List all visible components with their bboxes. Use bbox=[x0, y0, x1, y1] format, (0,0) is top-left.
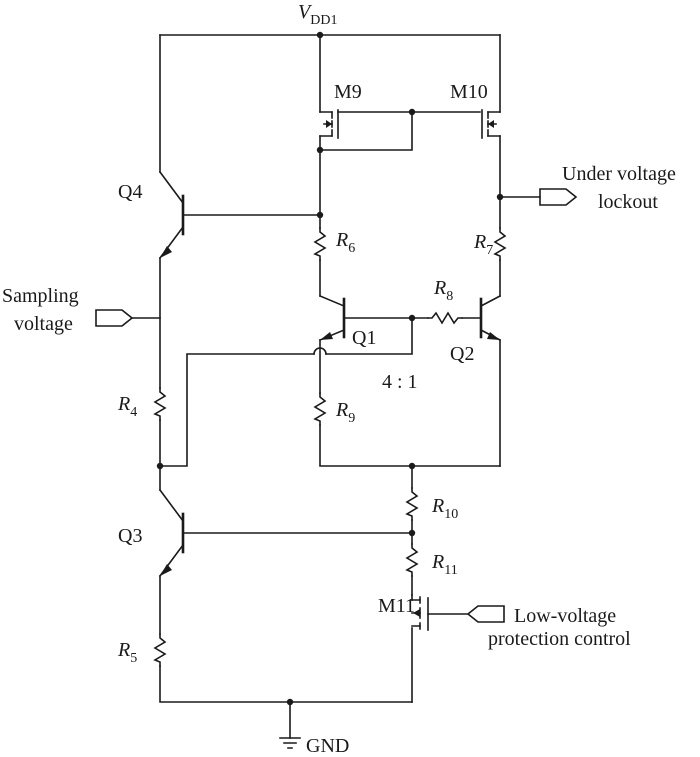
lvp-label-line2: protection control bbox=[488, 628, 631, 650]
m10-label: M10 bbox=[450, 81, 488, 103]
q1-transistor bbox=[318, 294, 346, 342]
uvlo-port bbox=[539, 188, 578, 206]
r6-resistor bbox=[313, 227, 327, 261]
r10-label: R10 bbox=[431, 495, 458, 522]
q4-label: Q4 bbox=[118, 181, 142, 203]
junction-dots bbox=[156, 31, 504, 706]
q4-transistor bbox=[158, 170, 185, 260]
m11-transistor bbox=[411, 594, 429, 631]
r9-resistor bbox=[313, 392, 327, 426]
r9-to-bottom bbox=[319, 424, 501, 467]
q1-base-tie bbox=[325, 317, 413, 355]
feedback-wire bbox=[159, 353, 315, 467]
q3-transistor bbox=[158, 488, 185, 578]
uvlo-label-line2: lockout bbox=[598, 191, 658, 213]
r8-label: R8 bbox=[433, 277, 453, 304]
r9-label: R9 bbox=[335, 399, 355, 426]
r10-resistor bbox=[405, 487, 419, 521]
wires bbox=[131, 34, 541, 739]
vdd-label: VDD1 bbox=[298, 1, 337, 28]
sampling-voltage-port bbox=[95, 309, 134, 327]
r11-label: R11 bbox=[431, 551, 458, 578]
r7-label: R7 bbox=[473, 231, 493, 258]
q1-label: Q1 bbox=[352, 327, 376, 349]
r5-label: R5 bbox=[117, 639, 137, 666]
diode-connection bbox=[319, 111, 413, 151]
q3-label: Q3 bbox=[118, 525, 142, 547]
sampling-label-line1: Sampling bbox=[2, 285, 79, 307]
m10-transistor bbox=[481, 109, 501, 139]
gnd-label: GND bbox=[306, 735, 349, 757]
uvlo-label-line1: Under voltage bbox=[562, 163, 676, 185]
m9-transistor bbox=[319, 109, 339, 139]
ratio-label: 4 : 1 bbox=[382, 371, 418, 393]
m9-label: M9 bbox=[334, 81, 362, 103]
r5-resistor bbox=[153, 633, 167, 667]
m11-label: M11 bbox=[378, 595, 415, 617]
r7-resistor bbox=[493, 227, 507, 261]
lvp-port bbox=[466, 605, 505, 623]
ground-symbol bbox=[279, 737, 301, 749]
r5-to-gnd bbox=[159, 665, 413, 703]
r4-label: R4 bbox=[117, 393, 137, 420]
r11-resistor bbox=[405, 543, 419, 577]
r6-label: R6 bbox=[335, 229, 355, 256]
q2-transistor bbox=[479, 294, 502, 342]
sampling-label-line2: voltage bbox=[14, 313, 73, 335]
q2-label: Q2 bbox=[450, 343, 474, 365]
lvp-label-line1: Low-voltage bbox=[514, 605, 616, 627]
r4-resistor bbox=[153, 387, 167, 421]
r8-resistor bbox=[427, 311, 463, 325]
